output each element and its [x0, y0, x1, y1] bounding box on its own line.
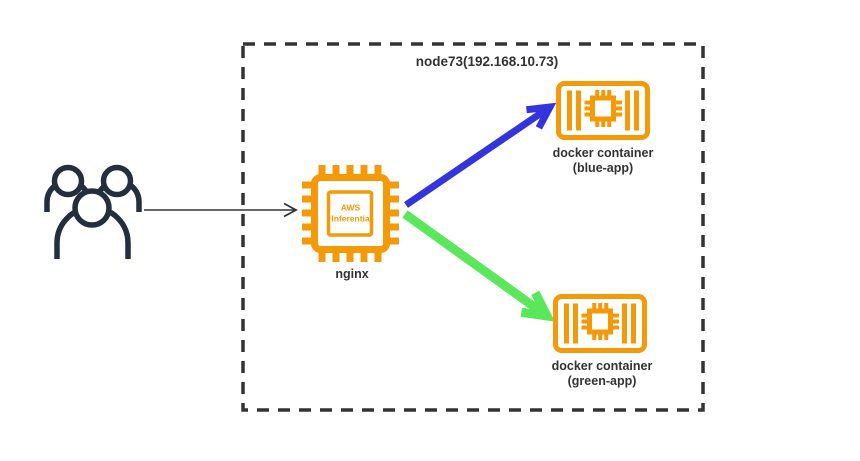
chip-text-line1: AWS [341, 203, 361, 213]
node-title: node73(192.168.10.73) [416, 54, 559, 69]
blue-app-label-line2: (blue-app) [573, 161, 633, 175]
nginx-to-blue-app-arrow [404, 102, 557, 208]
aws-inferentia-chip-icon: AWS Inferentia [302, 165, 399, 262]
users-icon [44, 164, 142, 259]
chip-text-line2: Inferentia [331, 214, 370, 224]
blue-app-label-line1: docker container [553, 146, 654, 160]
nginx-to-green-app-arrow [402, 210, 555, 322]
node-boundary-box [241, 42, 705, 412]
docker-container-green-icon [556, 297, 645, 351]
person-front-head [72, 188, 112, 228]
green-app-label-line2: (green-app) [568, 374, 637, 388]
person-back-right-head [100, 164, 134, 198]
green-app-label-line1: docker container [552, 359, 653, 373]
person-back-left-head [51, 164, 85, 198]
docker-container-blue-icon [559, 84, 648, 138]
nginx-label: nginx [335, 267, 368, 281]
